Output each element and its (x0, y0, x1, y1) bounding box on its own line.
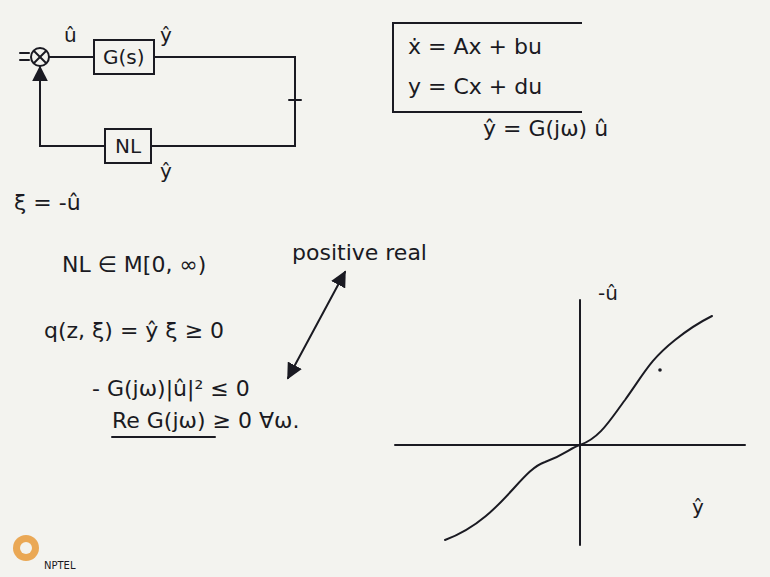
horizontal-axis (395, 444, 745, 446)
signal-wire (49, 56, 93, 58)
dot (658, 368, 662, 372)
note: NL ∈ M[0, ∞) (62, 252, 206, 277)
node-text: G(s) (103, 45, 145, 69)
feedback-wire (40, 67, 104, 146)
equation: q(z, ξ) = ŷ ξ ≥ 0 (44, 318, 224, 343)
note: positive real (292, 240, 427, 265)
signal-name: ŷ (160, 160, 172, 183)
input-mark (20, 52, 29, 54)
watermark: NPTEL (44, 560, 76, 572)
junction-cross (34, 51, 46, 63)
summing-junction (31, 48, 49, 66)
pointer-arrow (288, 272, 345, 378)
logo (13, 535, 39, 561)
equation: - G(jω)|û|² ≤ 0 (92, 376, 250, 401)
axis-label: ŷ (692, 496, 704, 519)
equation: Re G(jω) ≥ 0 ∀ω. (112, 408, 299, 433)
logo (20, 542, 32, 554)
signal-name: û (64, 24, 77, 47)
axis-label: -û (598, 282, 618, 305)
vertical-axis (579, 300, 581, 545)
equation: ξ = -û (14, 190, 81, 215)
connector (152, 57, 295, 146)
node-text: NL (115, 134, 141, 158)
input-mark (20, 59, 29, 61)
junction-cross (34, 51, 46, 63)
node-text: y = Cx + du (408, 74, 542, 100)
underline (112, 436, 215, 438)
equation: ŷ = G(jω) û (483, 116, 608, 141)
node-text: ẋ = Ax + bu (408, 34, 542, 60)
equation-box: ẋ = Ax + bu y = Cx + du (392, 22, 582, 113)
nonlinearity-curve (445, 316, 712, 540)
block-box: NL (104, 128, 152, 164)
block-box: G(s) (93, 39, 155, 75)
signal-name: ŷ (160, 24, 172, 47)
